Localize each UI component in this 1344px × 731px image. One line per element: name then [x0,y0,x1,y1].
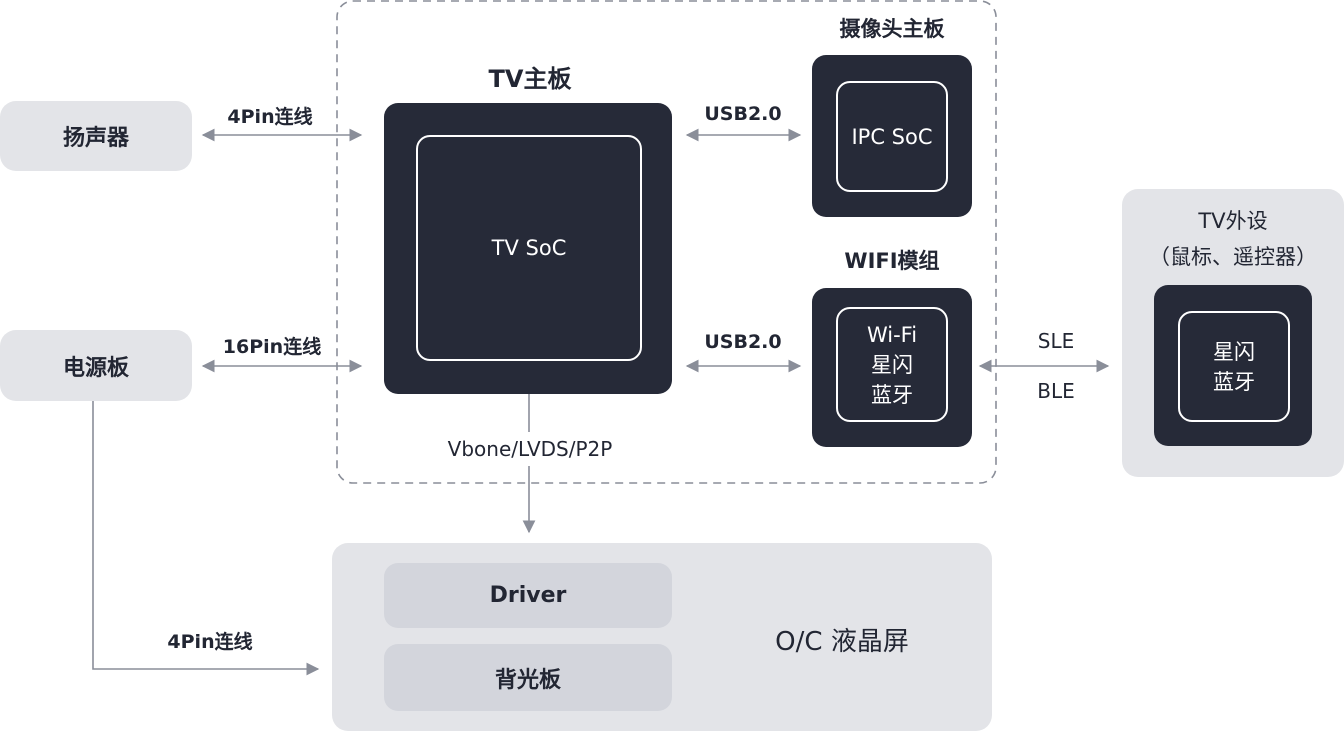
ble-label: BLE [1037,379,1075,403]
lcd-panel-box: Driver 背光板 O/C 液晶屏 [332,543,992,731]
backlight-label: 背光板 [494,667,561,693]
power-link-label: 16Pin连线 [222,335,322,358]
usb-camera-label: USB2.0 [704,103,782,125]
power-lcd-line [92,401,320,676]
tv-mainboard-title: TV主板 [488,64,572,93]
driver-label: Driver [489,583,567,608]
power-board-box: 电源板 [0,330,192,401]
backlight-box: 背光板 [384,644,672,711]
tv-peripheral-title: TV外设 [1198,209,1268,233]
ipc-soc-box: IPC SoC [836,81,948,192]
speaker-box: 扬声器 [0,101,192,171]
peripheral-inner-label: 星闪 蓝牙 [1213,339,1255,394]
wifi-module-box: Wi-Fi 星闪 蓝牙 [812,288,972,447]
display-link-label: Vbone/LVDS/P2P [447,437,613,461]
power-board-label: 电源板 [62,355,129,381]
driver-box: Driver [384,563,672,628]
lcd-label: O/C 液晶屏 [775,626,909,657]
ipc-soc-label: IPC SoC [851,124,933,149]
tv-soc-label: TV SoC [491,236,567,260]
tv-peripheral-box: TV外设 （鼠标、遥控器） 星闪 蓝牙 [1122,189,1344,477]
tv-peripheral-subtitle: （鼠标、遥控器） [1149,245,1317,269]
usb-wifi-label: USB2.0 [704,331,782,353]
peripheral-device-box: 星闪 蓝牙 [1154,285,1312,446]
speaker-link-label: 4Pin连线 [227,105,313,128]
camera-board-box: IPC SoC [812,55,972,217]
speaker-label: 扬声器 [62,126,129,151]
peripheral-inner-box: 星闪 蓝牙 [1178,311,1290,422]
wifi-inner-label: Wi-Fi 星闪 蓝牙 [866,322,918,407]
sle-label: SLE [1037,329,1075,353]
tv-soc-box: TV SoC [416,135,642,361]
camera-board-title: 摄像头主板 [839,17,945,41]
tv-mainboard-dashed-frame [336,0,997,484]
power-lcd-link-label: 4Pin连线 [167,630,253,653]
tv-mainboard-box: TV SoC [384,103,672,394]
wifi-module-title: WIFI模组 [844,249,940,273]
wifi-inner-box: Wi-Fi 星闪 蓝牙 [836,307,948,422]
